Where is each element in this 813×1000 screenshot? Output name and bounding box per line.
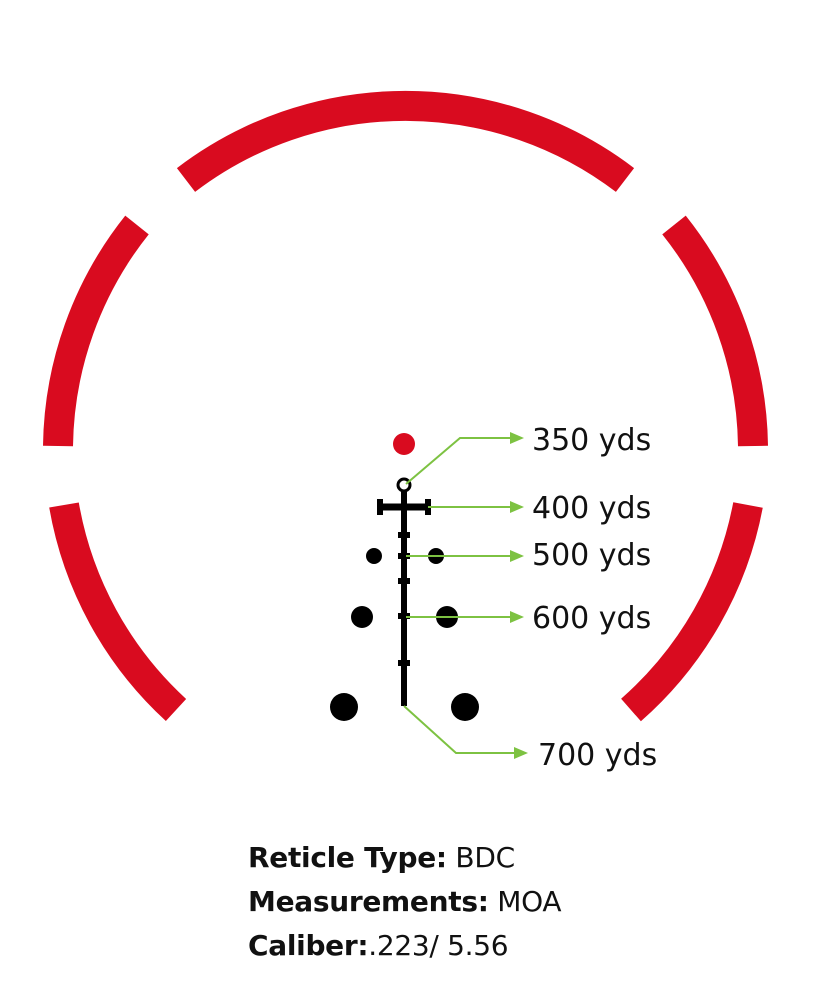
callout-leaders (403, 432, 528, 759)
arrowhead-500 (510, 550, 524, 562)
arrowhead-400 (510, 501, 524, 513)
callout-label-500: 500 yds (532, 538, 651, 573)
windage-dot-600-left (351, 606, 373, 628)
spec-caliber-key: Caliber: (248, 929, 369, 962)
callout-label-350: 350 yds (532, 423, 651, 458)
windage-dot-700-left (330, 693, 358, 721)
ring-segment-upper-left (43, 215, 149, 447)
spec-measurements: Measurements: MOA (248, 880, 748, 924)
reticle-top-ring (396, 477, 412, 493)
post-tick (398, 532, 410, 538)
leader-350 (405, 437, 512, 485)
callout-label-400: 400 yds (532, 491, 651, 526)
red-aiming-dot (393, 433, 415, 455)
spec-list: Reticle Type: BDC Measurements: MOA Cali… (248, 836, 748, 968)
post-tick (398, 660, 410, 666)
post-tick (398, 553, 410, 559)
windage-dot-700-right (451, 693, 479, 721)
leader-700 (403, 705, 516, 754)
callout-label-600: 600 yds (532, 601, 651, 636)
windage-dot-500-left (366, 548, 382, 564)
arrowhead-600 (510, 611, 524, 623)
spec-reticle-type: Reticle Type: BDC (248, 836, 748, 880)
ring-segment-top (176, 90, 635, 192)
ring-segment-lower-left (49, 502, 187, 722)
crossbar-left-cap (377, 499, 383, 515)
spec-caliber: Caliber:.223/ 5.56 (248, 924, 748, 968)
bdc-reticle (330, 477, 479, 721)
spec-reticle-type-key: Reticle Type: (248, 841, 447, 874)
post-tick (398, 613, 410, 619)
ring-segment-lower-right (621, 502, 763, 722)
callout-label-700: 700 yds (538, 738, 657, 773)
post-tick (398, 578, 410, 584)
reticle-diagram: 350 yds 400 yds 500 yds 600 yds 700 yds (43, 90, 768, 773)
spec-measurements-value: MOA (488, 885, 562, 918)
outer-ring (43, 90, 768, 722)
spec-caliber-value: .223/ 5.56 (368, 929, 509, 962)
arrowhead-700 (514, 747, 528, 759)
ring-segment-upper-right (662, 215, 768, 447)
arrowhead-350 (510, 432, 524, 444)
spec-measurements-key: Measurements: (248, 885, 489, 918)
spec-reticle-type-value: BDC (446, 841, 515, 874)
